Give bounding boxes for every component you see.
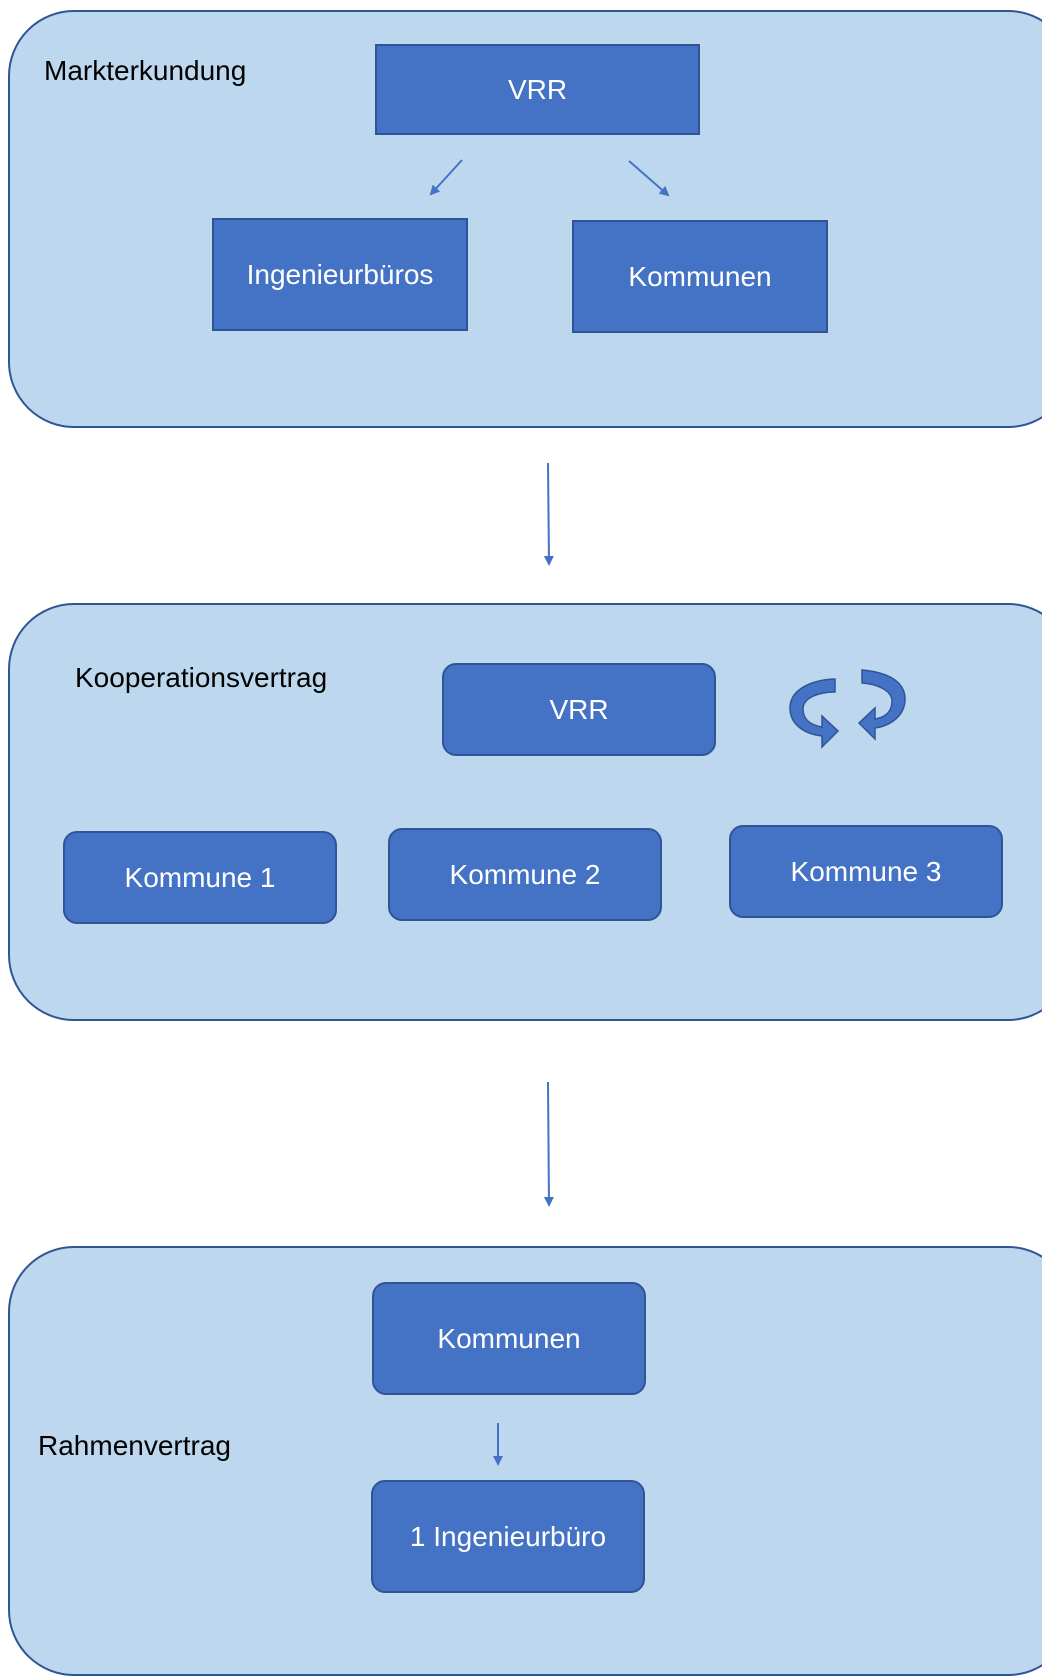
arrow-stage2-to-stage3 <box>543 1081 554 1207</box>
kommune-2-box: Kommune 2 <box>388 828 662 921</box>
kommune-1-box: Kommune 1 <box>63 831 337 924</box>
arrow-stage1-to-stage2 <box>543 462 554 566</box>
kommunen-box-stage3: Kommunen <box>372 1282 646 1395</box>
vrr-box-stage1: VRR <box>375 44 700 135</box>
kommune-3-box: Kommune 3 <box>729 825 1003 918</box>
markterkundung-label: Markterkundung <box>44 55 247 86</box>
ingenieurbuero-box: 1 Ingenieurbüro <box>371 1480 645 1593</box>
vrr-box-stage2: VRR <box>442 663 716 756</box>
rahmenvertrag-label: Rahmenvertrag <box>38 1430 231 1461</box>
ingenieurbueros-box: Ingenieurbüros <box>212 218 468 331</box>
kommunen-box-stage1: Kommunen <box>572 220 828 333</box>
kooperationsvertrag-label: Kooperationsvertrag <box>75 662 328 693</box>
